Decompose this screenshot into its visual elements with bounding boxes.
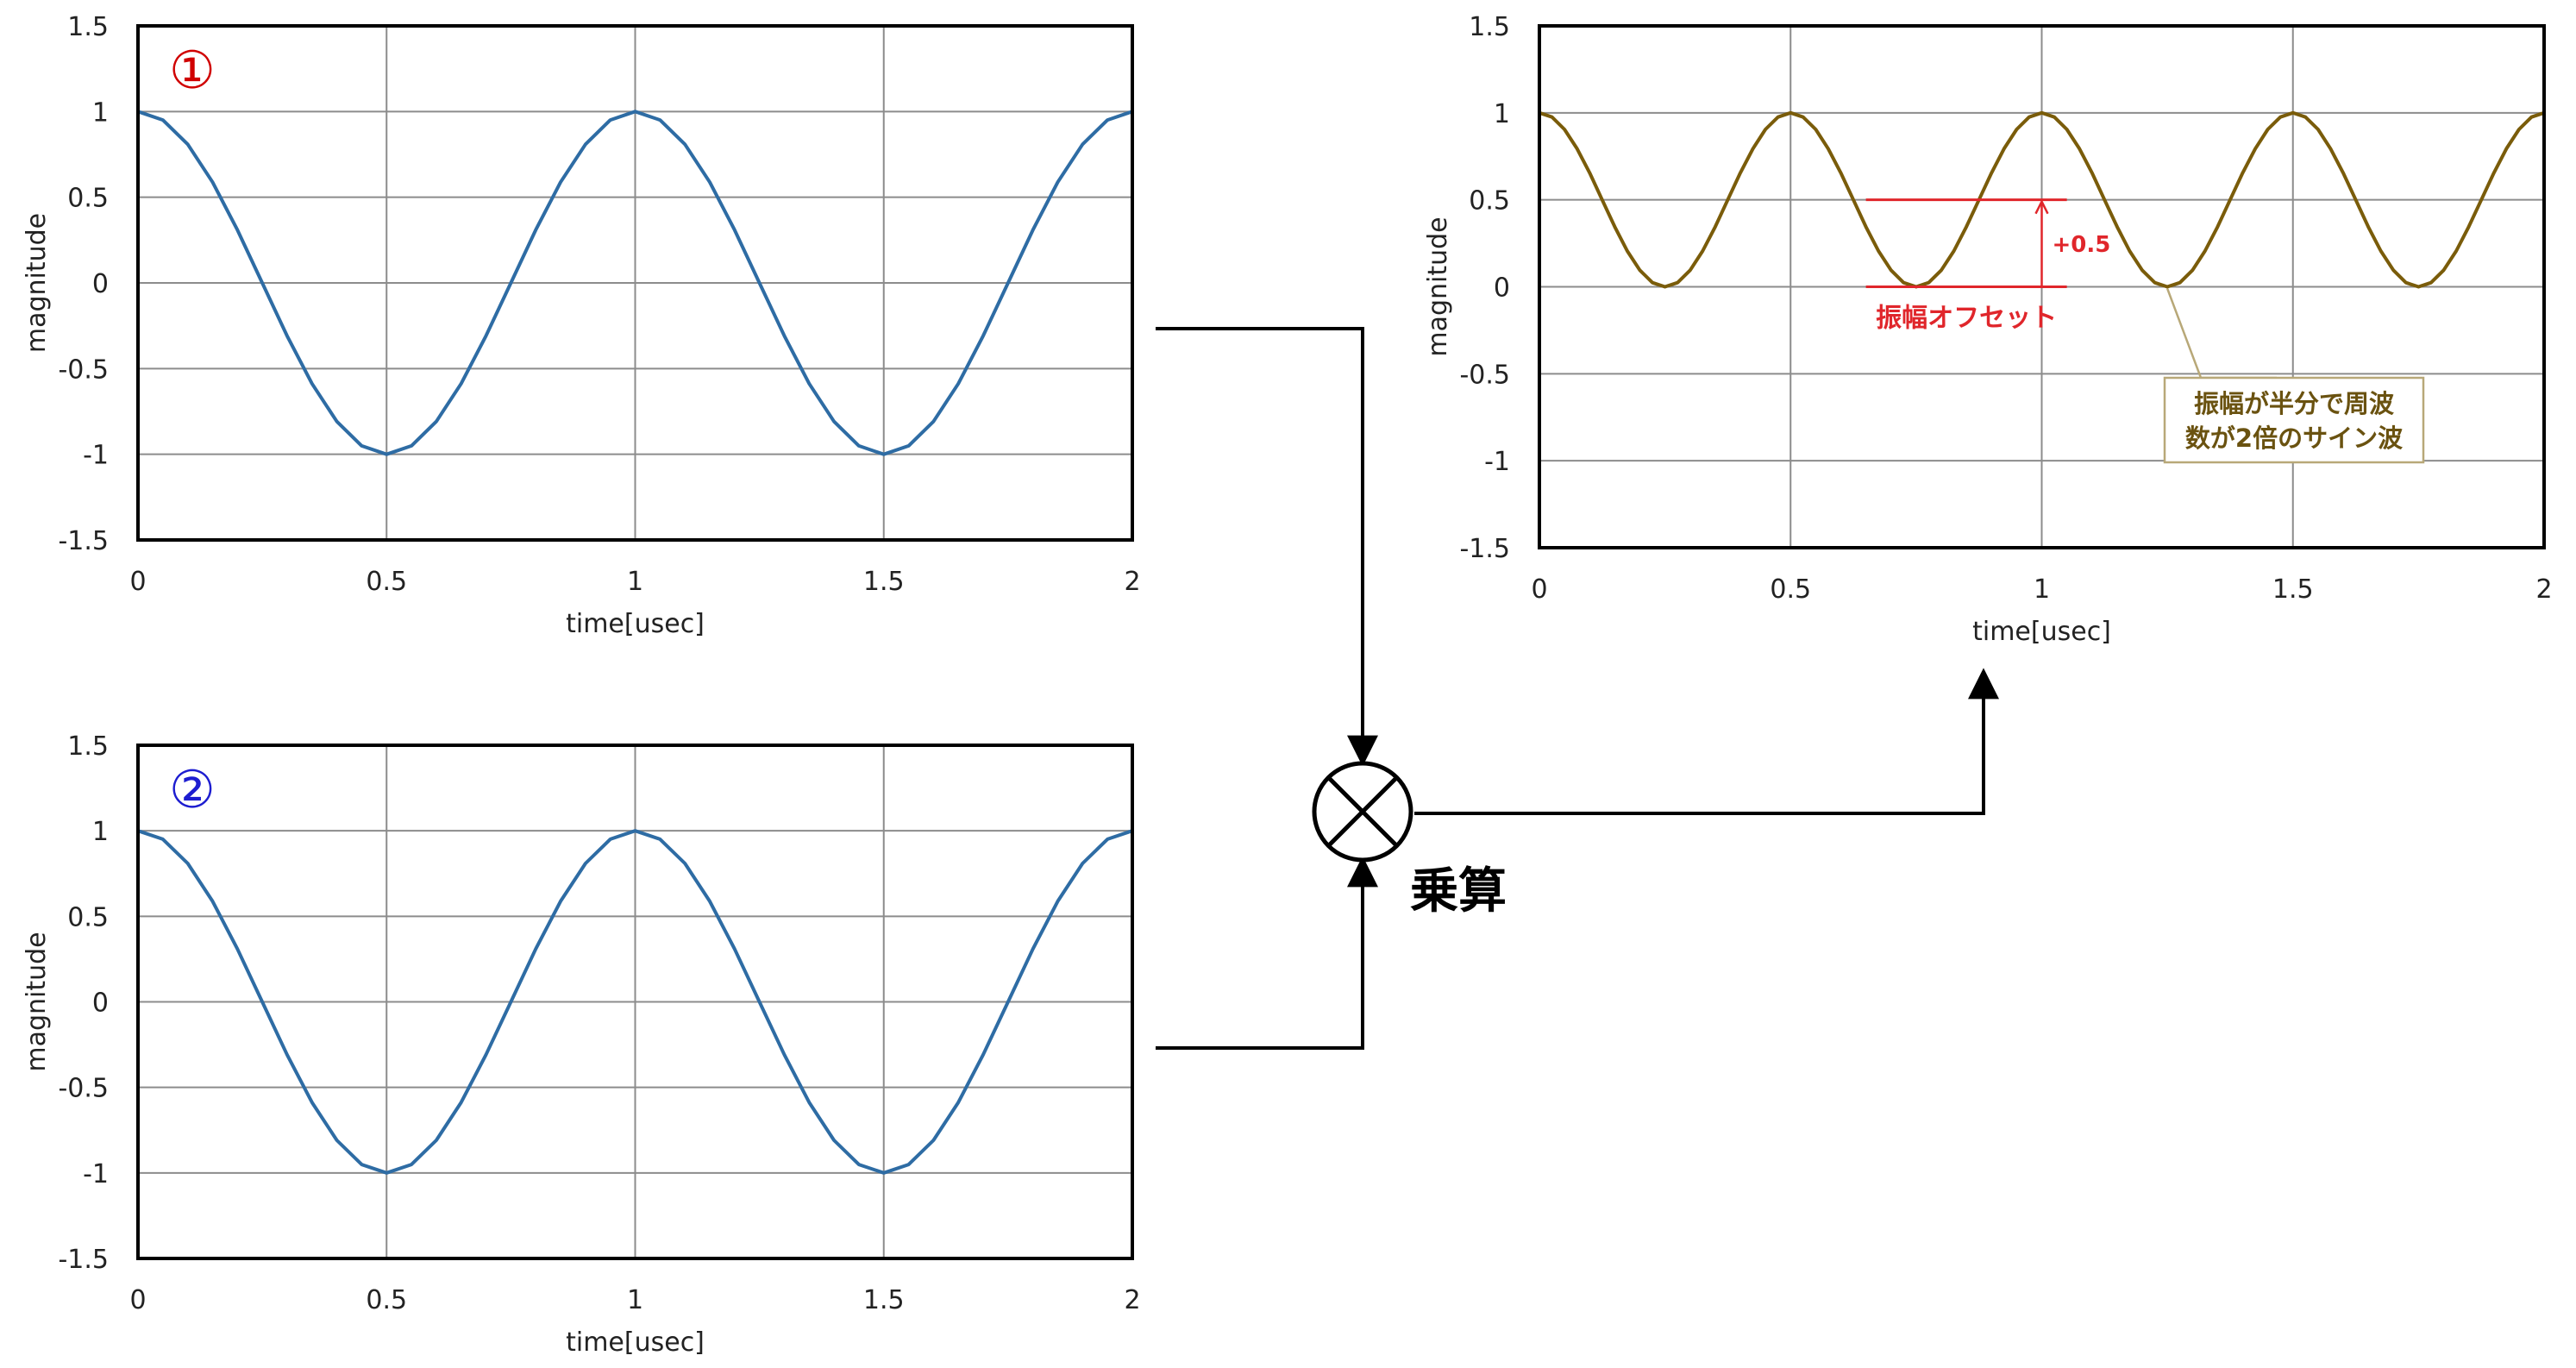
- chart-2-x-axis-label: time[usec]: [566, 1327, 705, 1358]
- callout-box: [2163, 376, 2425, 464]
- connector-chart1-to-multiplier: [1156, 327, 1378, 767]
- chart-3-xtick-label-1: 0.5: [1770, 574, 1811, 605]
- chart-1-ytick-label-4: 0.5: [67, 184, 109, 214]
- chart-2-frame: [136, 744, 1134, 1260]
- chart-2-ytick-label-6: 1.5: [67, 731, 109, 762]
- chart-3-y-axis-label: magnitude: [1423, 216, 1453, 356]
- connector-chart2-to-multiplier: [1156, 856, 1378, 1050]
- chart-1-ytick-label-0: -1.5: [58, 526, 109, 556]
- chart-3-ytick-label-0: -1.5: [1459, 534, 1510, 564]
- offset-label: 振幅オフセット: [1876, 304, 2057, 334]
- chart-2-xtick-label-0: 0: [129, 1285, 146, 1315]
- chart-1-xtick-label-2: 1: [627, 567, 643, 597]
- chart-3-ytick-label-4: 0.5: [1469, 186, 1510, 216]
- chart-1-series-line-0: [137, 110, 1133, 456]
- chart-1-xtick-label-3: 1.5: [863, 567, 905, 597]
- chart-3-series-line-0: [1539, 110, 2545, 289]
- chart-1-ytick-label-5: 1: [92, 97, 109, 128]
- chart-1-ytick-label-1: -1: [83, 441, 109, 471]
- chart-2-xtick-label-2: 1: [627, 1285, 643, 1315]
- connector-multiplier-to-chart3: [1414, 668, 1999, 815]
- chart-2-ytick-label-3: 0: [92, 988, 109, 1019]
- chart-2-ytick-label-0: -1.5: [58, 1245, 109, 1275]
- chart-2-ytick-label-4: 0.5: [67, 902, 109, 932]
- chart-3-ytick-label-2: -0.5: [1459, 360, 1510, 390]
- chart-1-xtick-label-1: 0.5: [366, 567, 407, 597]
- chart-1-ytick-label-3: 0: [92, 269, 109, 299]
- chart-2-y-axis-label: magnitude: [22, 932, 52, 1071]
- multiply-label: 乗算: [1410, 863, 1507, 919]
- chart-3-ytick-label-1: -1: [1484, 447, 1510, 477]
- chart-3-ytick-label-6: 1.5: [1469, 12, 1510, 42]
- chart-1-frame: [136, 24, 1134, 542]
- chart-2-series-line-0: [137, 829, 1133, 1175]
- chart-3-x-axis-label: time[usec]: [1972, 617, 2111, 647]
- multiply-symbol-icon: [1312, 761, 1413, 863]
- chart-1-xtick-label-0: 0: [129, 567, 146, 597]
- chart-1-ytick-label-6: 1.5: [67, 12, 109, 42]
- chart-3-ytick-label-3: 0: [1494, 273, 1510, 304]
- chart-1-ytick-label-2: -0.5: [58, 355, 109, 385]
- offset-arrow-head-icon: [2034, 198, 2049, 215]
- callout-line-0: 振幅が半分で周波: [2194, 389, 2395, 418]
- chart-3-xtick-label-2: 1: [2034, 574, 2050, 605]
- chart-3-frame: [1538, 24, 2546, 549]
- chart-2: -1.5 -1 -0.5 0 0.5 1 1.5 0 0.5 1 1.5 2 time[usec] mag…: [22, 731, 1141, 1358]
- chart-1: -1.5 -1 -0.5 0 0.5 1 1.5 0 0.5 1 1.5 2 time[usec] mag…: [22, 12, 1141, 639]
- callout-line-1: 数が2倍のサイン波: [2185, 424, 2404, 453]
- chart-2-xtick-label-3: 1.5: [863, 1285, 905, 1315]
- chart-3-ytick-label-5: 1: [1494, 99, 1510, 129]
- chart-1-x-axis-label: time[usec]: [566, 609, 705, 639]
- chart-2-badge: ②: [169, 760, 216, 820]
- connectors: [1156, 327, 1999, 1050]
- chart-3-product: -1.5 -1 -0.5 0 0.5 1 1.5 0 0.5 1 1.5 2 time[usec] mag…: [1423, 12, 2553, 647]
- chart-1-badge: ①: [169, 41, 216, 101]
- chart-1-y-axis-label: magnitude: [22, 213, 52, 353]
- chart-1-xtick-label-4: 2: [1124, 567, 1140, 597]
- chart-3-xtick-label-0: 0: [1531, 574, 1547, 605]
- offset-value-label: +0.5: [2053, 232, 2111, 258]
- chart-2-xtick-label-1: 0.5: [366, 1285, 407, 1315]
- chart-2-ytick-label-1: -1: [83, 1159, 109, 1189]
- chart-2-ytick-label-5: 1: [92, 817, 109, 847]
- chart-3-xtick-label-3: 1.5: [2272, 574, 2314, 605]
- chart-2-ytick-label-2: -0.5: [58, 1074, 109, 1104]
- chart-3-xtick-label-4: 2: [2535, 574, 2552, 605]
- chart-2-xtick-label-4: 2: [1124, 1285, 1140, 1315]
